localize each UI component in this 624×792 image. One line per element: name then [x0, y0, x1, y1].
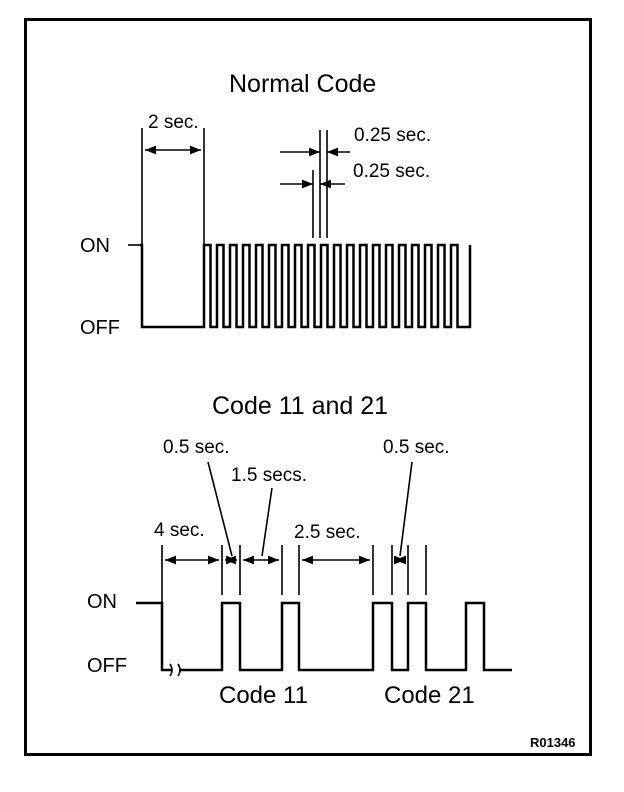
normal-2sec-label: 2 sec.: [148, 112, 199, 133]
code-05sec-right-leader: [399, 461, 413, 557]
code-15sec-label: 1.5 secs.: [231, 465, 308, 486]
normal-off-label: OFF: [80, 317, 120, 339]
time-break-symbol: [169, 663, 181, 677]
code-21-label: Code 21: [384, 682, 475, 709]
diagram-frame: [24, 18, 592, 756]
code-15sec-leader: [261, 487, 273, 557]
normal-code-waveform: [140, 243, 472, 329]
code-off-label: OFF: [87, 655, 127, 677]
codes-title: Code 11 and 21: [212, 392, 389, 420]
code-on-label: ON: [87, 591, 117, 613]
normal-on-label: ON: [80, 235, 110, 257]
normal-code-title: Normal Code: [229, 70, 377, 98]
code-05sec-left-leader: [207, 461, 233, 557]
code-05sec-left-label: 0.5 sec.: [163, 437, 230, 458]
code-11-label: Code 11: [219, 682, 308, 709]
normal-025sec-label-b: 0.25 sec.: [353, 161, 431, 182]
code-25sec-label: 2.5 sec.: [294, 522, 361, 543]
normal-025sec-label-a: 0.25 sec.: [354, 125, 432, 146]
code-05sec-right-label: 0.5 sec.: [383, 437, 450, 458]
code-11-21-waveform: [136, 601, 512, 672]
code-4sec-label: 4 sec.: [154, 520, 205, 541]
figure-reference: R01346: [530, 735, 576, 750]
